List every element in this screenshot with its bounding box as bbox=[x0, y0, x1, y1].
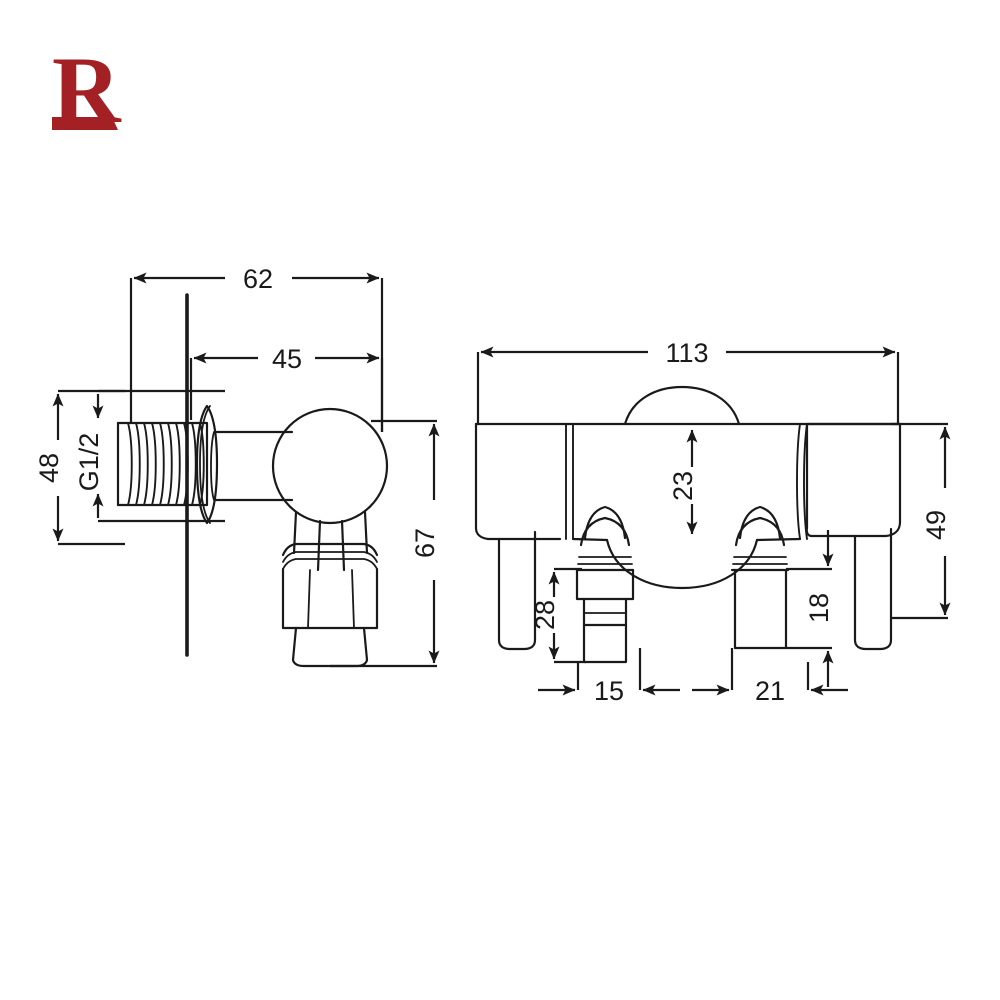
dimension-15: 15 bbox=[538, 648, 680, 706]
dimension-67: 67 bbox=[330, 419, 440, 668]
dimension-label-15: 15 bbox=[594, 676, 624, 706]
body-cylinder-left-arc bbox=[210, 431, 215, 501]
handle-stem-columns bbox=[292, 510, 369, 572]
handle-left-neck bbox=[582, 623, 628, 634]
dimension-28: 28 bbox=[530, 567, 586, 664]
mounting-leg-left bbox=[497, 530, 537, 651]
dimension-21: 21 bbox=[692, 648, 848, 706]
handle-left bbox=[575, 505, 635, 664]
body-left-cap bbox=[474, 422, 562, 541]
handle-collar-top bbox=[281, 542, 379, 557]
dimension-23: 23 bbox=[668, 429, 698, 535]
dimension-label-48: 48 bbox=[34, 453, 64, 483]
handle-barrel bbox=[281, 567, 379, 630]
handle-left-barrel bbox=[582, 597, 628, 627]
handle-left-tip bbox=[582, 630, 628, 664]
right-view-dimensions: 113 23 49 28 1 bbox=[476, 338, 951, 706]
thread-coils bbox=[127, 422, 205, 506]
dimension-label-113: 113 bbox=[665, 338, 708, 368]
dimension-45: 45 bbox=[189, 344, 384, 432]
logo-underline bbox=[52, 117, 118, 130]
valve-ball bbox=[271, 407, 389, 525]
handle-right bbox=[730, 505, 790, 650]
dimension-label-45: 45 bbox=[272, 344, 302, 374]
dimension-18: 18 bbox=[786, 530, 834, 687]
dimension-49: 49 bbox=[891, 422, 951, 620]
brand-logo: R bbox=[52, 37, 122, 143]
handle-barrel-flutes bbox=[307, 569, 355, 629]
dimension-label-67: 67 bbox=[410, 528, 440, 558]
body-right-cap bbox=[805, 422, 902, 538]
handle-collar-mid bbox=[282, 551, 378, 563]
dimension-label-23: 23 bbox=[668, 471, 698, 501]
handle-right-barrel bbox=[733, 568, 788, 650]
handle-right-dome bbox=[738, 505, 782, 540]
dimension-label-21: 21 bbox=[755, 676, 785, 706]
handle-left-dome-outer bbox=[579, 516, 631, 547]
mounting-leg-right bbox=[853, 527, 893, 651]
center-dome bbox=[623, 385, 741, 426]
handle-collar-bot bbox=[282, 558, 378, 570]
right-view-group bbox=[474, 385, 902, 664]
dimension-label-28: 28 bbox=[530, 600, 560, 630]
handle-left-collar bbox=[575, 568, 635, 601]
dimension-label-62: 62 bbox=[243, 264, 273, 294]
flange-plate bbox=[195, 404, 219, 525]
handle-left-dome bbox=[583, 505, 627, 540]
dimension-113: 113 bbox=[476, 338, 900, 424]
dimension-62: 62 bbox=[129, 264, 384, 432]
thread-outline bbox=[116, 421, 209, 507]
dimension-label-g12: G1/2 bbox=[74, 433, 104, 492]
right-cap-seam-a bbox=[796, 423, 801, 540]
flange-inner-line bbox=[199, 405, 211, 524]
body-bottom-edges bbox=[571, 537, 802, 542]
dimension-g12: G1/2 bbox=[74, 389, 225, 523]
handle-right-dome-outer bbox=[734, 516, 786, 547]
left-view-dimensions: 62 45 48 G1/2 bbox=[34, 264, 440, 668]
dimension-label-18: 18 bbox=[804, 593, 834, 623]
body-cylinder-edges bbox=[214, 430, 294, 502]
dimension-label-49: 49 bbox=[921, 510, 951, 540]
left-view-group bbox=[116, 293, 389, 668]
dimension-48: 48 bbox=[34, 389, 125, 546]
